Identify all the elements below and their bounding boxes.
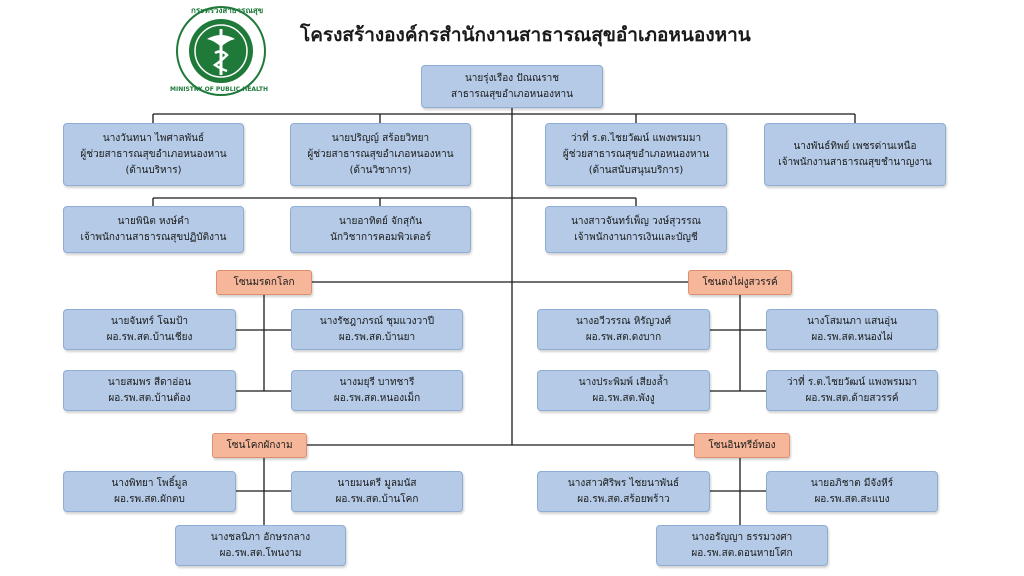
member-box: นายมนตรี มูลมนัส ผอ.รพ.สต.บ้านโคก — [291, 471, 463, 512]
member-name: นายมนตรี มูลมนัส — [337, 477, 417, 489]
member-role: ผอ.รพ.สต.บ้านต้อง — [108, 392, 191, 404]
assistant-name: นางวันทนา ไพศาลพันธ์ — [102, 132, 205, 144]
member-name: นางอรัญญา ธรรมวงศา — [691, 531, 793, 543]
member-box: นางอวีวรรณ หิรัญวงศ์ ผอ.รพ.สต.ดงบาก — [537, 309, 710, 350]
staff-role: เจ้าพนักงานสาธารณสุขปฏิบัติงาน — [80, 231, 227, 243]
assistant-dept: (ด้านสนับสนุนบริการ) — [588, 164, 684, 176]
logo-text-bottom: MINISTRY OF PUBLIC HEALTH — [170, 86, 268, 93]
officer-box: นางพันธ์ทิพย์ เพชรด่านเหนือ เจ้าพนักงานส… — [764, 123, 946, 186]
staff-box: นายอาทิตย์ จักสุกัน นักวิชาการคอมพิวเตอร… — [290, 206, 471, 253]
member-role: ผอ.รพ.สต.สะแบง — [814, 493, 890, 505]
member-name: นางชลนิภา อักษรกลาง — [210, 531, 311, 543]
member-role: ผอ.รพ.สต.บ้านเชียง — [106, 331, 193, 343]
assistant-role: ผู้ช่วยสาธารณสุขอำเภอหนองหาน — [562, 148, 710, 160]
member-role: ผอ.รพ.สต.สร้อยพร้าว — [577, 493, 670, 505]
staff-role: นักวิชาการคอมพิวเตอร์ — [330, 231, 431, 243]
assistant-box-support: ว่าที่ ร.ต.ไชยวัฒน์ แพงพรมมา ผู้ช่วยสาธา… — [545, 123, 727, 186]
page-title: โครงสร้างองค์กรสำนักงานสาธารณสุขอำเภอหนอ… — [300, 24, 751, 46]
member-box: นายอภิชาต มีจังหีร์ ผอ.รพ.สต.สะแบง — [766, 471, 938, 512]
officer-name: นางพันธ์ทิพย์ เพชรด่านเหนือ — [793, 140, 917, 152]
zone-label-insri: โซนอินทรีย์ทอง — [694, 433, 790, 458]
member-role: ผอ.รพ.สต.หนองไผ่ — [811, 331, 893, 343]
member-role: ผอ.รพ.สต.พังงู — [592, 392, 655, 404]
member-name: ว่าที่ ร.ต.ไชยวัฒน์ แพงพรมมา — [786, 376, 918, 388]
chief-name: นายรุ่งเรือง ปัณณราช — [464, 72, 560, 84]
member-name: นางโสมนภา แสนอุ่น — [807, 315, 897, 327]
staff-box: นายพินิต หงษ์คำ เจ้าพนักงานสาธารณสุขปฏิบ… — [63, 206, 244, 253]
assistant-name: นายปริญญ์ สร้อยวิทยา — [331, 132, 430, 144]
chief-role: สาธารณสุขอำเภอหนองหาน — [450, 88, 574, 100]
staff-name: นายอาทิตย์ จักสุกัน — [339, 215, 422, 227]
assistant-role: ผู้ช่วยสาธารณสุขอำเภอหนองหาน — [307, 148, 454, 160]
member-box: นายจันทร์ โฉมป้า ผอ.รพ.สต.บ้านเชียง — [63, 309, 236, 350]
member-role: ผอ.รพ.สต.ดอนหายโศก — [691, 547, 793, 559]
member-role: ผอ.รพ.สต.ดงบาก — [585, 331, 662, 343]
member-name: นางรัชฎาภรณ์ ชุมแวงวาปี — [319, 315, 435, 327]
member-box: นายสมพร สีดาอ่อน ผอ.รพ.สต.บ้านต้อง — [63, 370, 236, 411]
chief-box: นายรุ่งเรือง ปัณณราช สาธารณสุขอำเภอหนองห… — [421, 65, 603, 108]
member-name: นางสาวศิริพร ไชยนาพันธ์ — [567, 477, 680, 489]
assistant-dept: (ด้านบริหาร) — [125, 164, 182, 176]
zone-label-dongphai: โซนดงไผ่งูสวรรค์ — [688, 270, 792, 295]
officer-role: เจ้าพนักงานสาธารณสุขชำนาญงาน — [778, 156, 932, 168]
member-role: ผอ.รพ.สต.ด้ายสวรรค์ — [805, 392, 899, 404]
zone-label-moradok: โซนมรดกโลก — [216, 270, 312, 295]
staff-box: นางสาวจันทร์เพ็ญ วงษ์สุวรรณ เจ้าพนักงานก… — [545, 206, 727, 253]
member-box: นางพิทยา โพธิ์มูล ผอ.รพ.สต.ผักตบ — [63, 471, 236, 512]
member-box: นางประพิมพ์ เสียงล้ำ ผอ.รพ.สต.พังงู — [537, 370, 710, 411]
member-role: ผอ.รพ.สต.บ้านโคก — [335, 493, 419, 505]
member-role: ผอ.รพ.สต.โพนงาม — [219, 547, 302, 559]
staff-name: นางสาวจันทร์เพ็ญ วงษ์สุวรรณ — [571, 215, 701, 227]
member-name: นางอวีวรรณ หิรัญวงศ์ — [575, 315, 672, 327]
member-name: นางพิทยา โพธิ์มูล — [111, 477, 188, 489]
assistant-box-academic: นายปริญญ์ สร้อยวิทยา ผู้ช่วยสาธารณสุขอำเ… — [290, 123, 471, 186]
logo-text-top: กระทรวงสาธารณสุข — [191, 6, 264, 15]
member-box: ว่าที่ ร.ต.ไชยวัฒน์ แพงพรมมา ผอ.รพ.สต.ด้… — [766, 370, 938, 411]
member-box: นางชลนิภา อักษรกลาง ผอ.รพ.สต.โพนงาม — [175, 525, 346, 566]
member-box: นางสาวศิริพร ไชยนาพันธ์ ผอ.รพ.สต.สร้อยพร… — [537, 471, 710, 512]
staff-name: นายพินิต หงษ์คำ — [117, 215, 190, 227]
ministry-logo-icon — [176, 6, 266, 96]
member-box: นางมยุรี บาทชารี ผอ.รพ.สต.หนองเม็ก — [291, 370, 463, 411]
member-name: นางมยุรี บาทชารี — [339, 376, 415, 388]
assistant-role: ผู้ช่วยสาธารณสุขอำเภอหนองหาน — [80, 148, 227, 160]
member-name: นายจันทร์ โฉมป้า — [111, 315, 188, 327]
assistant-box-admin: นางวันทนา ไพศาลพันธ์ ผู้ช่วยสาธารณสุขอำเ… — [63, 123, 244, 186]
assistant-dept: (ด้านวิชาการ) — [349, 164, 412, 176]
assistant-name: ว่าที่ ร.ต.ไชยวัฒน์ แพงพรมมา — [570, 132, 702, 144]
member-role: ผอ.รพ.สต.บ้านยา — [338, 331, 416, 343]
staff-role: เจ้าพนักงานการเงินและบัญชี — [574, 231, 698, 243]
member-box: นางโสมนภา แสนอุ่น ผอ.รพ.สต.หนองไผ่ — [766, 309, 938, 350]
zone-label-khok: โซนโคกผักงาม — [212, 433, 307, 458]
member-name: นางประพิมพ์ เสียงล้ำ — [578, 376, 669, 388]
member-name: นายอภิชาต มีจังหีร์ — [810, 477, 894, 489]
member-role: ผอ.รพ.สต.หนองเม็ก — [333, 392, 421, 404]
member-box: นางรัชฎาภรณ์ ชุมแวงวาปี ผอ.รพ.สต.บ้านยา — [291, 309, 463, 350]
member-name: นายสมพร สีดาอ่อน — [107, 376, 192, 388]
member-box: นางอรัญญา ธรรมวงศา ผอ.รพ.สต.ดอนหายโศก — [656, 525, 828, 566]
member-role: ผอ.รพ.สต.ผักตบ — [114, 493, 185, 505]
